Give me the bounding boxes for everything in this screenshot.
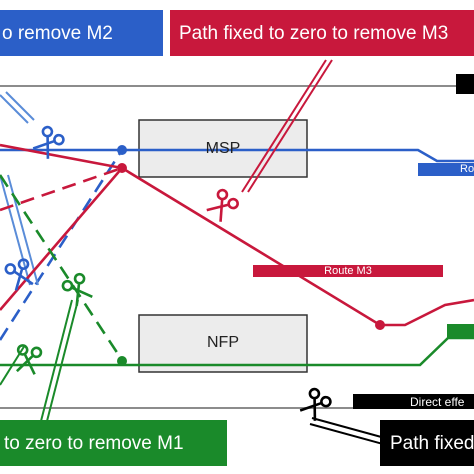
callout-remove-m1: to zero to remove M1 xyxy=(4,432,184,454)
msp-box xyxy=(138,119,308,178)
msp-label: MSP xyxy=(205,140,241,157)
light-blue-path-a xyxy=(0,174,31,286)
green-junction-dot xyxy=(117,356,127,366)
callout-path-fixed-direct-box xyxy=(380,420,474,466)
red-junction-dot xyxy=(117,163,127,173)
green-fixed-path-a xyxy=(39,299,73,426)
scissors-icon xyxy=(13,343,43,377)
callout-remove-m1-box xyxy=(0,420,227,466)
scissors-icon xyxy=(296,386,334,424)
red-fixed-path-a xyxy=(241,59,327,193)
light-blue-path-d xyxy=(5,91,35,121)
green-dashed-line xyxy=(0,174,124,361)
callout-path-fixed-direct: Path fixed xyxy=(390,432,474,454)
callout-path-fixed-m3-box xyxy=(170,10,474,56)
direct-effect-bar xyxy=(353,394,474,409)
callout-path-fixed-m3: Path fixed to zero to remove M3 xyxy=(179,22,449,44)
red-diagonal-to-msp xyxy=(0,143,123,170)
green-fixed-path-b xyxy=(45,299,79,426)
red-route-line xyxy=(0,166,474,327)
green-right-bar xyxy=(447,324,474,338)
scissors-icon xyxy=(203,186,241,225)
nfp-label: NFP xyxy=(207,334,239,351)
green-cut-line xyxy=(0,344,26,386)
callout-remove-m2: o remove M2 xyxy=(2,22,113,44)
blue-route-line xyxy=(0,148,474,163)
route-blue-bar xyxy=(418,163,474,176)
light-blue-path-c xyxy=(0,94,29,124)
route-m3-bar xyxy=(253,265,443,277)
black-fixed-path-b xyxy=(309,423,384,445)
black-fixed-path-a xyxy=(311,417,386,439)
callout-remove-m2-box xyxy=(0,10,163,56)
black-top-right-bar xyxy=(456,74,474,94)
nfp-box xyxy=(138,314,308,373)
route-blue-label: Ro xyxy=(460,163,474,175)
red-fixed-path-b xyxy=(247,59,333,193)
red-m3-dot xyxy=(375,320,385,330)
blue-junction-dot xyxy=(117,145,127,155)
direct-effect-label: Direct effe xyxy=(410,394,465,409)
route-m3-label: Route M3 xyxy=(324,265,372,277)
blue-dashed-line xyxy=(0,149,124,341)
